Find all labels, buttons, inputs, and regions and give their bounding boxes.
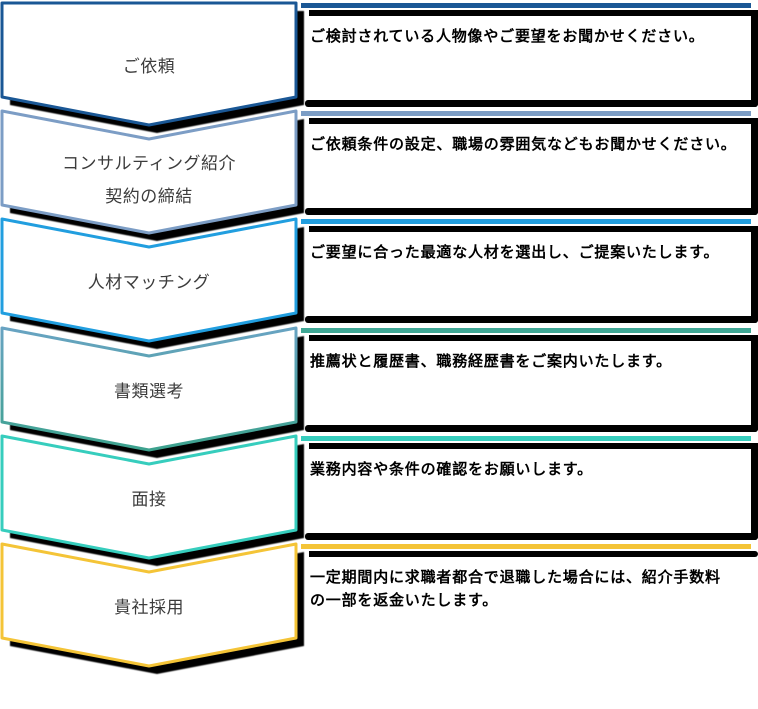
chevron-step-label: ご依頼: [122, 57, 176, 76]
box-right-shadow: [751, 226, 758, 323]
step-accent-bar: [301, 3, 751, 8]
chevron-body: [0, 109, 298, 235]
step-description: ご依頼条件の設定、職場の雰囲気などもお聞かせください。: [310, 136, 737, 153]
box-bottom-shadow: [305, 316, 758, 323]
chevron-shape: [0, 1, 298, 127]
box-right-shadow: [751, 118, 758, 215]
chevron-step-label: 人材マッチング: [87, 273, 211, 292]
chevron-step-label: 面接: [131, 490, 167, 509]
accent-bar-shadow: [309, 226, 758, 232]
box-right-shadow: [751, 10, 758, 107]
step-description: ご検討されている人物像やご要望をお聞かせください。: [310, 28, 705, 45]
chevron-body: [0, 434, 298, 560]
box-bottom-shadow: [305, 425, 758, 432]
chevron-step-label: 貴社採用: [114, 598, 184, 617]
accent-bar-shadow: [309, 551, 758, 557]
chevron-step-label: コンサルティング紹介 契約の締結: [62, 154, 236, 206]
accent-bar-shadow: [309, 10, 758, 16]
step-description: 推薦状と履歴書、職務経歴書をご案内いたします。: [310, 353, 672, 370]
accent-bar-shadow: [309, 443, 758, 449]
box-right-shadow: [751, 443, 758, 540]
step-accent-bar: [301, 219, 751, 224]
box-bottom-shadow: [305, 533, 758, 540]
chevron-body: [0, 326, 298, 452]
step-accent-bar: [301, 111, 751, 116]
chevron-shape: [0, 434, 298, 560]
chevron-body: [0, 1, 298, 127]
chevron-shape: [0, 542, 298, 668]
step-accent-bar: [301, 436, 751, 441]
step-accent-bar: [301, 328, 751, 333]
accent-bar-shadow: [309, 335, 758, 341]
step-description: 業務内容や条件の確認をお願いします。: [310, 461, 593, 478]
box-bottom-shadow: [305, 100, 758, 107]
step-description: ご要望に合った最適な人材を選出し、ご提案いたします。: [310, 244, 720, 261]
chevron-step-label: 書類選考: [114, 382, 184, 401]
chevron-shape: [0, 217, 298, 343]
chevron-shape: [0, 109, 298, 235]
step-description: 一定期間内に求職者都合で退職した場合には、紹介手数料 の一部を返金いたします。: [310, 569, 721, 609]
step-accent-bar: [301, 544, 751, 549]
chevron-body: [0, 217, 298, 343]
box-right-shadow: [751, 335, 758, 432]
chevron-shape: [0, 326, 298, 452]
accent-bar-shadow: [309, 118, 758, 124]
chevron-body: [0, 542, 298, 668]
box-bottom-shadow: [305, 208, 758, 215]
